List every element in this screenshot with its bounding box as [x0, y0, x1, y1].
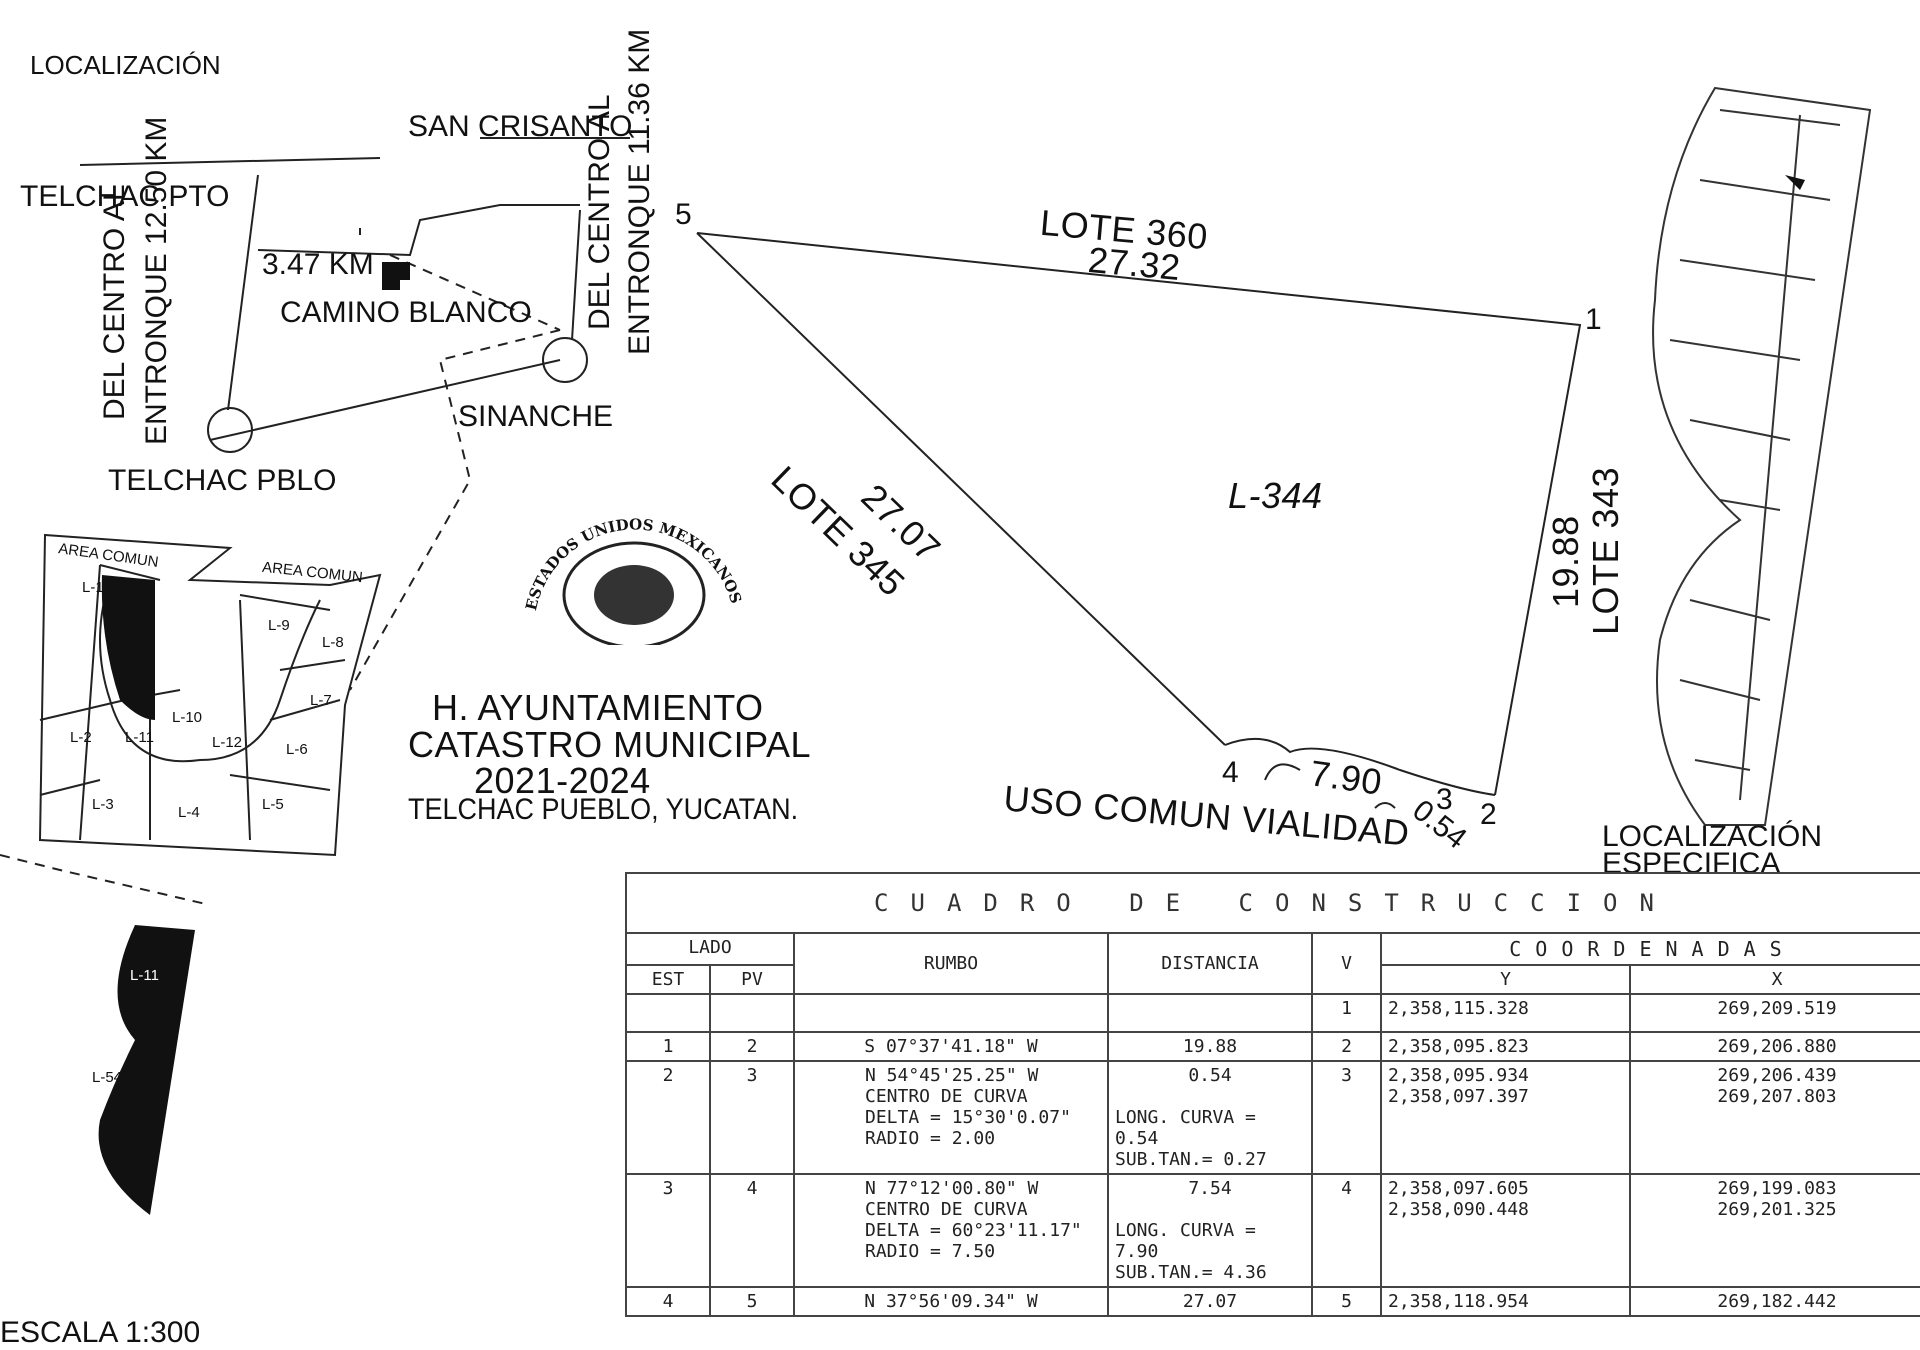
mini-lot-3: L-3 [92, 796, 114, 813]
col-lado: LADO [625, 932, 795, 966]
label-distance: 3.47 KM [262, 248, 374, 281]
camino-blanco-block [382, 262, 410, 290]
route-left-line1: DEL CENTRO AL [98, 184, 131, 420]
mini-lot-9: L-9 [268, 617, 290, 634]
col-pv: PV [709, 964, 795, 995]
mini-lot-1: L-1 [82, 579, 104, 596]
col-x: X [1629, 964, 1920, 995]
mini-plan-lines [39, 564, 346, 841]
specific-plan-inner [1669, 109, 1841, 771]
curve-arc-2 [1374, 802, 1396, 809]
label-telchac-pblo: TELCHAC PBLO [108, 464, 337, 497]
specific-location-line1: LOCALIZACIÓN [1602, 820, 1823, 853]
table-row: 2 3 N 54°45'25.25" W CENTRO DE CURVA DEL… [625, 1060, 1920, 1175]
road-telchac-pto [79, 157, 381, 166]
mini-lot-10: L-10 [172, 709, 203, 726]
curve-arc-1 [1264, 763, 1301, 781]
col-y: Y [1380, 964, 1631, 995]
road-west [227, 174, 259, 411]
mini-lot-8: L-8 [322, 634, 344, 651]
strip-label-2: L-54A [92, 1069, 133, 1086]
table-row: 4 5 N 37°56'09.34" W 27.07 5 2,358,118.9… [625, 1286, 1920, 1317]
specific-plan-road [1739, 114, 1801, 801]
specific-plan-outline [1652, 86, 1872, 826]
mini-lot-2: L-2 [70, 729, 92, 746]
table-title: CUADRO DE CONSTRUCCION [625, 872, 1920, 934]
construction-table: CUADRO DE CONSTRUCCION LADO RUMBO DISTAN… [625, 872, 1920, 1317]
specific-plan-marker [1785, 175, 1805, 190]
lot-north-dist: 27.32 [1086, 239, 1183, 288]
location-title: LOCALIZACIÓN [30, 50, 221, 80]
lot-east-label: LOTE 343 [1585, 466, 1626, 635]
label-telchac-pto: TELCHAC PTO [20, 180, 230, 213]
strip-leader [0, 854, 211, 906]
road-telchac-sinanche [209, 359, 561, 441]
authority-line1: H. AYUNTAMIENTO [432, 687, 764, 728]
mini-lot-12: L-12 [212, 734, 243, 751]
leader-dashed [349, 254, 561, 691]
sinanche-blob [542, 337, 588, 383]
lot-curve-boundary [1224, 737, 1496, 796]
col-distancia: DISTANCIA [1107, 932, 1313, 995]
strip-label-1: L-11 [130, 967, 159, 984]
route-right-line1: DEL CENTRO AL [583, 94, 616, 330]
label-camino-blanco: CAMINO BLANCO [280, 296, 532, 329]
vertex-1: 1 [1585, 303, 1602, 336]
col-est: EST [625, 964, 711, 995]
table-row: 1 2 S 07°37'41.18" W 19.88 2 2,358,095.8… [625, 1031, 1920, 1062]
mini-lot-5: L-5 [262, 796, 284, 813]
road-east [571, 209, 581, 341]
vertex-5: 5 [675, 198, 692, 231]
mini-lot-7: L-7 [310, 692, 332, 709]
col-coordenadas: COORDENADAS [1380, 932, 1920, 966]
col-rumbo: RUMBO [793, 932, 1109, 995]
lot-curve-1: 7.90 [1307, 752, 1385, 803]
table-row: 3 4 N 77°12'00.80" W CENTRO DE CURVA DEL… [625, 1173, 1920, 1288]
table-row: 1 2,358,115.328 269,209.519 [625, 993, 1920, 1033]
authority-line3: 2021-2024 [474, 760, 651, 801]
authority-line2: CATASTRO MUNICIPAL [408, 724, 812, 765]
mini-lot-11: L-11 [125, 729, 154, 746]
strip-black [98, 925, 195, 1215]
route-left-line2: ENTRONQUE 12.50 KM [140, 116, 173, 445]
authority-line4: TELCHAC PUEBLO, YUCATAN. [408, 793, 799, 826]
lot-id: L-344 [1228, 475, 1323, 516]
vertex-2: 2 [1480, 798, 1497, 831]
mini-plan-outline [38, 533, 382, 857]
mini-lot-6: L-6 [286, 741, 308, 758]
route-right-line2: ENTRONQUE 11.36 KM [623, 28, 656, 355]
national-seal: ESTADOS UNIDOS MEXICANOS [522, 515, 745, 645]
lot-boundary [696, 232, 1582, 796]
scale-label: ESCALA 1:300 [0, 1316, 201, 1349]
mini-plan-black-lot [101, 575, 155, 720]
mini-plan-road [99, 579, 321, 763]
col-v: V [1311, 932, 1382, 995]
label-sinanche: SINANCHE [458, 400, 614, 433]
mini-lot-4: L-4 [178, 804, 200, 821]
vertex-4: 4 [1222, 756, 1239, 789]
telchac-pblo-blob [207, 407, 253, 453]
label-san-crisanto: SAN CRISANTO [408, 110, 633, 143]
lot-east-dist: 19.88 [1545, 515, 1586, 608]
road-camino [257, 204, 580, 257]
vertex-3: 3 [1436, 783, 1453, 816]
